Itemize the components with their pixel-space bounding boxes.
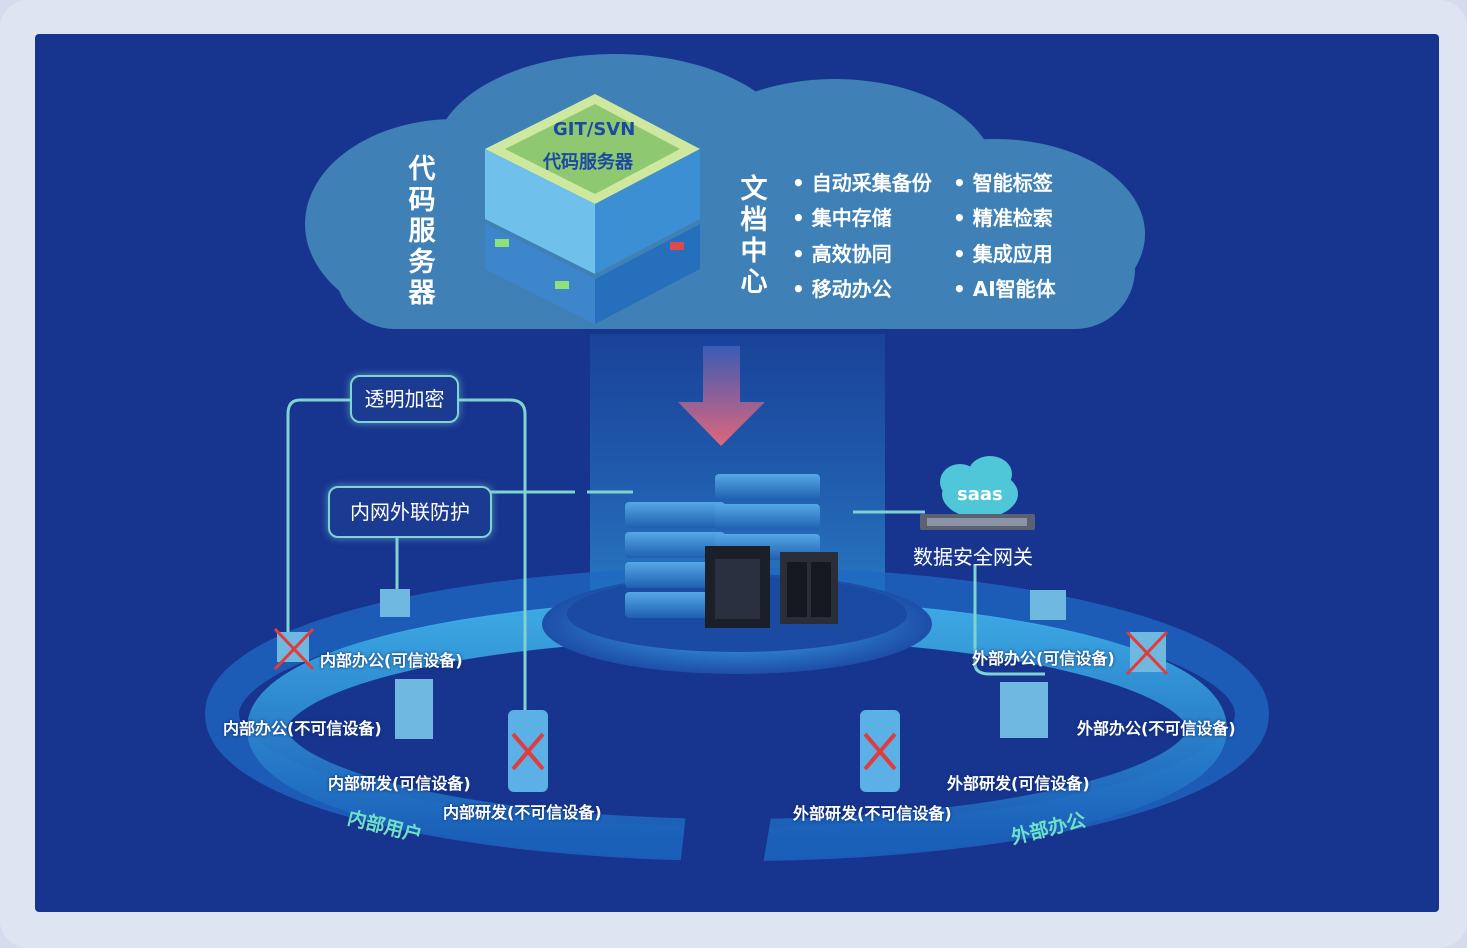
internal-office-trusted-label: 内部办公(可信设备) <box>320 651 463 670</box>
feature-right-1: • 智能标签 <box>953 171 1053 195</box>
external-office-untrusted-label: 外部办公(不可信设备) <box>1077 719 1236 738</box>
down-arrow-icon <box>678 346 765 446</box>
external-office-trusted-label: 外部办公(可信设备) <box>972 649 1115 668</box>
server-stack-icon <box>625 474 838 628</box>
feature-left-1: • 自动采集备份 <box>792 171 932 195</box>
git-sublabel: 代码服务器 <box>543 152 633 173</box>
feature-left-3: • 高效协同 <box>792 242 892 266</box>
gateway-label: 数据安全网关 <box>913 545 1033 569</box>
internal-rd-trusted-label: 内部研发(可信设备) <box>328 774 471 793</box>
external-rd-trusted-label: 外部研发(可信设备) <box>947 774 1090 793</box>
git-label: GIT/SVN <box>553 119 636 140</box>
internal-rd-untrusted-label: 内部研发(不可信设备) <box>443 803 602 822</box>
connector-lines <box>286 398 1045 714</box>
feature-right-2: • 精准检索 <box>953 206 1053 230</box>
feature-left-4: • 移动办公 <box>792 277 892 301</box>
feature-left-2: • 集中存储 <box>792 206 892 230</box>
saas-cloud-icon <box>940 456 1018 518</box>
intranet-protection-box: 内网外联防护 <box>328 486 492 538</box>
diagram-graphics <box>205 54 1269 912</box>
diagram-panel: 代码服务器 GIT/SVN 代码服务器 文档中心 • 自动采集备份 • 集中存储… <box>35 34 1439 912</box>
feature-right-3: • 集成应用 <box>953 242 1053 266</box>
external-devices <box>860 590 1169 792</box>
feature-right-4: • AI智能体 <box>953 277 1056 301</box>
external-rd-untrusted-label: 外部研发(不可信设备) <box>793 804 952 823</box>
internal-office-untrusted-label: 内部办公(不可信设备) <box>223 719 382 738</box>
code-server-title: 代码服务器 <box>408 154 436 309</box>
saas-label: saas <box>957 484 1003 505</box>
zone-divider <box>675 734 785 912</box>
gateway-switch-icon <box>920 514 1035 530</box>
code-server-box <box>485 94 700 324</box>
transparent-encryption-box: 透明加密 <box>350 375 459 423</box>
internal-devices <box>273 589 548 792</box>
doc-center-title: 文档中心 <box>740 174 768 298</box>
